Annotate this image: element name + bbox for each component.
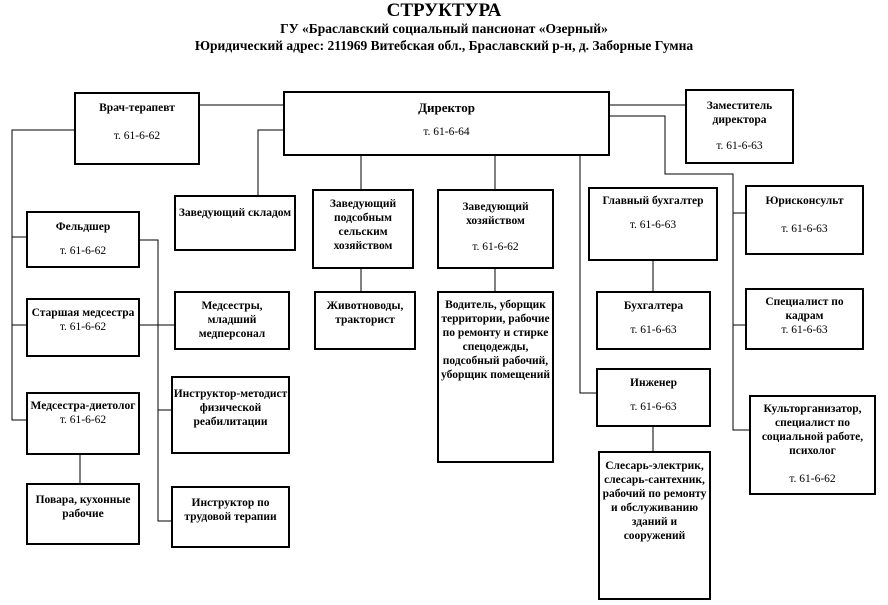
connector-feldsher-subordinates <box>140 239 171 522</box>
nurses-box[interactable]: Медсестры, младший медперсонал <box>174 291 290 350</box>
accountants-phone: т. 61-6-63 <box>630 324 677 336</box>
electricians-name: Слесарь-электрик, слесарь-сантехник, раб… <box>602 460 707 542</box>
connector-director-engineer <box>579 156 596 394</box>
instructor-rehab-box[interactable]: Инструктор-методист физической реабилита… <box>171 376 290 454</box>
livestock-box[interactable]: Животноводы, тракторист <box>314 291 416 350</box>
chief-accountant-box[interactable]: Главный бухгалтер т. 61-6-63 <box>588 187 718 261</box>
chief-accountant-phone: т. 61-6-63 <box>629 219 677 231</box>
drivers-name: Водитель, уборщик территории, рабочие по… <box>441 299 550 381</box>
connector-therapist-medical <box>11 129 74 421</box>
lawyer-name: Юрисконсульт <box>765 195 844 207</box>
director-box[interactable]: Директор т. 61-6-64 <box>283 91 610 156</box>
legal-address: Юридический адрес: 211969 Витебская обл.… <box>194 38 694 53</box>
cooks-box[interactable]: Повара, кухонные рабочие <box>26 483 140 545</box>
lawyer-box[interactable]: Юрисконсульт т. 61-6-63 <box>745 185 864 255</box>
hr-box[interactable]: Специалист по кадрам т. 61-6-63 <box>745 288 864 350</box>
deputy-box[interactable]: Заместитель директора т. 61-6-63 <box>685 89 794 164</box>
therapist-box[interactable]: Врач-терапевт т. 61-6-62 <box>74 92 200 165</box>
connector-chief-accountant-culture <box>732 174 749 431</box>
feldsher-box[interactable]: Фельдшер т. 61-6-62 <box>26 211 140 268</box>
instructor-labor-box[interactable]: Инструктор по трудовой терапии <box>171 486 290 548</box>
household-head-name: Заведующий хозяйством <box>462 201 529 227</box>
accountants-name: Бухгалтера <box>623 300 684 312</box>
engineer-phone: т. 61-6-63 <box>630 401 677 413</box>
culture-phone: т. 61-6-62 <box>789 473 836 485</box>
culture-name: Культорганизатор, специалист по социальн… <box>761 403 864 457</box>
feldsher-phone: т. 61-6-62 <box>59 245 107 257</box>
director-phone: т. 61-6-64 <box>423 126 470 138</box>
household-head-phone: т. 61-6-62 <box>472 241 519 253</box>
connector-director-chief-accountant <box>610 115 745 214</box>
dietitian-phone: т. 61-6-62 <box>59 414 107 426</box>
hr-name: Специалист по кадрам <box>765 296 844 322</box>
chart-title: СТРУКТУРА <box>386 0 502 21</box>
deputy-name: Заместитель директора <box>706 100 773 126</box>
chief-accountant-name: Главный бухгалтер <box>602 195 704 207</box>
director-name: Директор <box>418 100 475 115</box>
dietitian-name: Медсестра-диетолог <box>30 400 136 412</box>
instructor-labor-name: Инструктор по трудовой терапии <box>184 497 277 523</box>
culture-box[interactable]: Культорганизатор, специалист по социальн… <box>749 395 876 495</box>
engineer-box[interactable]: Инженер т. 61-6-63 <box>596 368 711 427</box>
therapist-name: Врач-терапевт <box>99 102 175 114</box>
cooks-name: Повара, кухонные рабочие <box>35 494 131 520</box>
connector-chief-accountant-bus <box>732 213 745 326</box>
warehouse-name: Заведующий складом <box>178 207 292 219</box>
senior-nurse-name: Старшая медсестра <box>31 307 135 319</box>
engineer-name: Инженер <box>630 377 677 389</box>
accountants-box[interactable]: Бухгалтера т. 61-6-63 <box>596 291 711 350</box>
senior-nurse-phone: т. 61-6-62 <box>59 321 107 333</box>
farm-head-box[interactable]: Заведующий подсобным сельским хозяйством <box>312 189 414 269</box>
nurses-name: Медсестры, младший медперсонал <box>198 300 266 340</box>
senior-nurse-box[interactable]: Старшая медсестра т. 61-6-62 <box>26 298 140 357</box>
electricians-box[interactable]: Слесарь-электрик, слесарь-сантехник, раб… <box>598 451 711 600</box>
drivers-box[interactable]: Водитель, уборщик территории, рабочие по… <box>437 291 554 463</box>
connector-director-warehouse <box>257 129 283 195</box>
lawyer-phone: т. 61-6-63 <box>781 223 828 235</box>
hr-phone: т. 61-6-63 <box>781 324 828 336</box>
household-head-box[interactable]: Заведующий хозяйством т. 61-6-62 <box>437 189 554 269</box>
dietitian-box[interactable]: Медсестра-диетолог т. 61-6-62 <box>26 392 140 455</box>
instructor-rehab-name: Инструктор-методист физической реабилита… <box>173 388 288 428</box>
organization-name: ГУ «Браславский социальный пансионат «Оз… <box>280 21 608 36</box>
feldsher-name: Фельдшер <box>55 221 111 233</box>
warehouse-box[interactable]: Заведующий складом <box>174 195 296 251</box>
therapist-phone: т. 61-6-62 <box>113 130 161 142</box>
farm-head-name: Заведующий подсобным сельским хозяйством <box>329 198 397 252</box>
livestock-name: Животноводы, тракторист <box>326 300 404 326</box>
deputy-phone: т. 61-6-63 <box>716 140 763 152</box>
